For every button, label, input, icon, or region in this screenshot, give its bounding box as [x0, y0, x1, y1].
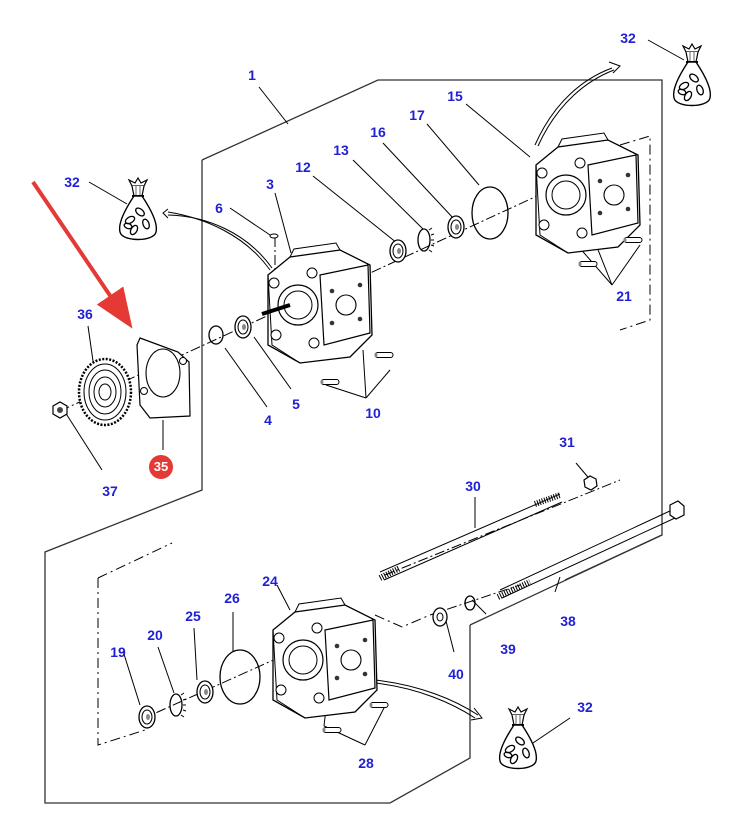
nut-part	[583, 475, 598, 491]
gasket-part	[136, 337, 191, 419]
spacer-lower-part	[196, 680, 214, 704]
bearing-lower-part	[138, 705, 156, 729]
callout-39[interactable]: 39	[500, 641, 516, 657]
gear-nut-part	[52, 401, 68, 419]
rear-pump-body-part	[535, 132, 641, 254]
flat-washer-part	[432, 607, 448, 627]
bolt-part	[496, 500, 685, 600]
callout-38[interactable]: 38	[560, 613, 576, 629]
lock-washer-part	[417, 227, 435, 253]
circlip-part	[208, 325, 224, 345]
callout-10[interactable]: 10	[365, 405, 381, 421]
spring-washer-part	[464, 595, 476, 611]
seal-kit-bag-icon	[672, 43, 712, 107]
reference-arrows	[162, 61, 621, 721]
dowel-pin-part	[322, 727, 342, 733]
assembly-frame	[44, 79, 663, 804]
callout-32-top[interactable]: 32	[620, 30, 636, 46]
callout-12[interactable]: 12	[295, 159, 311, 175]
callout-16[interactable]: 16	[370, 124, 386, 140]
callout-25[interactable]: 25	[185, 608, 201, 624]
callout-21[interactable]: 21	[616, 288, 632, 304]
callout-17[interactable]: 17	[409, 107, 425, 123]
dowel-pin-part	[623, 237, 643, 243]
callout-5[interactable]: 5	[292, 396, 300, 412]
callout-19[interactable]: 19	[110, 644, 126, 660]
callout-13[interactable]: 13	[333, 142, 349, 158]
seal-kit-bag-icon	[118, 177, 158, 241]
front-pump-body-part	[267, 242, 373, 364]
callout-32-bottom[interactable]: 32	[577, 699, 593, 715]
callout-32-left[interactable]: 32	[64, 174, 80, 190]
callout-35-highlighted[interactable]: 35	[149, 455, 173, 479]
dowel-pin-part	[369, 702, 389, 708]
callout-40[interactable]: 40	[448, 666, 464, 682]
callout-6[interactable]: 6	[215, 200, 223, 216]
callout-30[interactable]: 30	[465, 478, 481, 494]
callout-4[interactable]: 4	[264, 412, 272, 428]
spacer-part	[447, 215, 465, 239]
seal-kit-bag-icon	[498, 706, 538, 770]
callout-36[interactable]: 36	[77, 306, 93, 322]
callout-28[interactable]: 28	[358, 755, 374, 771]
callout-31[interactable]: 31	[559, 434, 575, 450]
callout-1[interactable]: 1	[248, 67, 256, 83]
callout-24[interactable]: 24	[262, 573, 278, 589]
dowel-pin-part	[374, 352, 394, 358]
callout-26[interactable]: 26	[224, 590, 240, 606]
bearing-part	[389, 239, 407, 263]
lock-washer-lower-part	[169, 692, 187, 718]
o-ring-part	[471, 186, 509, 240]
highlight-arrow	[31, 180, 133, 329]
stud-part	[378, 492, 563, 581]
callout-37[interactable]: 37	[102, 483, 118, 499]
lower-pump-body-part	[272, 597, 378, 719]
callout-15[interactable]: 15	[447, 88, 463, 104]
drive-gear-part	[77, 357, 133, 427]
o-ring-lower-part	[219, 649, 261, 705]
callout-3[interactable]: 3	[266, 176, 274, 192]
callout-20[interactable]: 20	[147, 627, 163, 643]
shaft-seal-part	[234, 315, 252, 339]
dowel-pin-part	[320, 379, 340, 385]
dowel-pin-part	[578, 261, 598, 267]
dashed-guides	[97, 135, 651, 746]
